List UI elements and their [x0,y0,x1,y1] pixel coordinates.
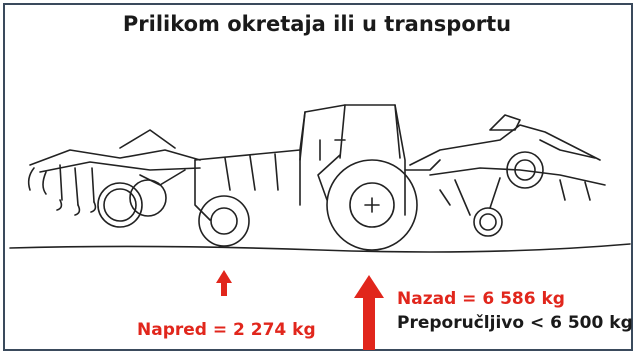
rear-axle-recommendation: Preporučljivo < 6 500 kg [397,313,633,333]
ground-line [9,243,631,253]
seeder-implement [409,114,606,237]
rear-load-arrow [354,275,384,350]
front-axle-load-label: Napred = 2 274 kg [137,320,316,340]
front-load-arrow [216,270,232,296]
rear-axle-load-label: Nazad = 6 586 kg [397,289,565,309]
diagram-title: Prilikom okretaja ili u transportu [122,12,512,36]
tractor-body [194,104,441,251]
cultivator-implement [27,129,201,228]
